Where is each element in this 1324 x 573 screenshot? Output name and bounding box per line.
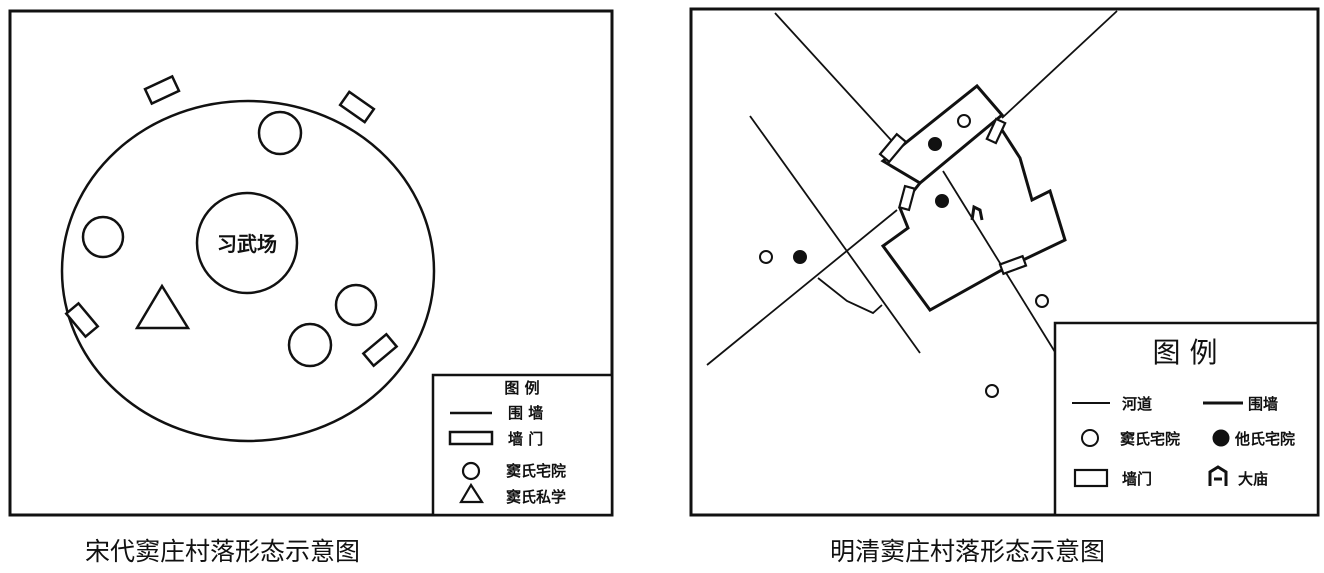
left-frame xyxy=(8,9,614,517)
dou-residence xyxy=(334,283,378,327)
river-lines xyxy=(706,10,1118,366)
right-legend-label: 河道 xyxy=(1122,395,1152,413)
wall-gate xyxy=(897,184,917,212)
dou-residence xyxy=(81,215,125,259)
martial-arts-field xyxy=(195,191,299,295)
legend-gate-symbol xyxy=(448,430,494,446)
other-residence xyxy=(793,250,807,264)
right-legend-label: 他氏宅院 xyxy=(1234,430,1295,448)
left-caption: 宋代窦庄村落形态示意图 xyxy=(85,537,361,566)
legend-triangle-symbol xyxy=(459,482,485,504)
dou-residence xyxy=(985,384,999,398)
left-legend-title: 图 例 xyxy=(504,379,539,397)
dou-residence xyxy=(759,250,773,264)
dou-residence xyxy=(957,114,971,128)
other-residence xyxy=(928,137,942,151)
right-legend-label: 墙门 xyxy=(1122,470,1152,488)
right-legend-title: 图 例 xyxy=(1153,336,1218,369)
wall-gate xyxy=(985,117,1007,145)
wall-gate xyxy=(338,90,376,124)
legend-temple-icon xyxy=(1208,465,1228,486)
right-frame xyxy=(689,7,1320,517)
dou-private-school xyxy=(134,283,191,330)
right-legend xyxy=(1053,321,1320,517)
legend-circle-symbol xyxy=(1081,429,1099,447)
legend-circle-symbol xyxy=(461,461,481,481)
legend-filled-circle-symbol xyxy=(1212,429,1230,447)
legend-gate-symbol xyxy=(1073,468,1109,488)
wall-gate xyxy=(998,254,1028,276)
village-wall xyxy=(60,99,436,443)
right-legend-label: 窦氏宅院 xyxy=(1120,430,1180,448)
wall-gate xyxy=(361,332,399,368)
right-legend-label: 围墙 xyxy=(1248,395,1278,413)
right-legend-label: 大庙 xyxy=(1238,470,1268,488)
dou-residence xyxy=(257,110,303,156)
left-legend-label: 窦氏私学 xyxy=(506,488,566,506)
dou-residence xyxy=(1035,294,1049,308)
wall-gate xyxy=(143,74,181,106)
right-caption: 明清窦庄村落形态示意图 xyxy=(830,537,1106,566)
left-legend-label: 围 墙 xyxy=(508,404,543,422)
village-walls xyxy=(880,83,1067,312)
other-residence xyxy=(935,194,949,208)
temple-icon xyxy=(970,204,984,221)
left-legend-label: 墙 门 xyxy=(508,430,543,448)
song-dynasty-diagram xyxy=(8,9,614,517)
wall-gate xyxy=(878,132,908,164)
ming-qing-diagram xyxy=(689,7,1320,517)
wall-gate xyxy=(64,301,100,339)
center-label: 习武场 xyxy=(217,232,277,256)
dou-residence xyxy=(287,322,333,368)
left-legend-label: 窦氏宅院 xyxy=(506,462,566,480)
left-legend xyxy=(431,373,614,517)
